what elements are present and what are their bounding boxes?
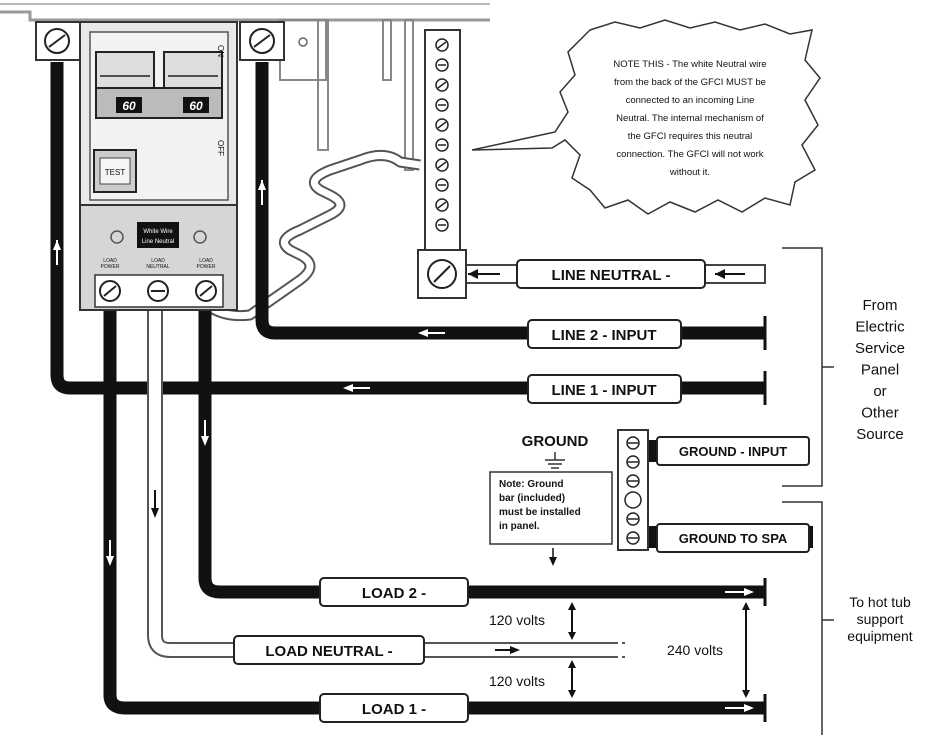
load-neutral-label-box: LOAD NEUTRAL -: [233, 635, 425, 665]
left-panel-terminal: [35, 21, 81, 61]
note-line: without it.: [669, 167, 710, 178]
load-2-terminal-screw: [195, 280, 217, 302]
pigtail-label-2: Line Neutral: [142, 239, 174, 245]
right-panel-terminal: [239, 21, 285, 61]
load-neutral-terminal-screw: [147, 280, 169, 302]
destination-label-line: To hot tub: [849, 594, 911, 610]
source-bracket: [782, 247, 834, 487]
load-2-wire: [198, 300, 767, 606]
ground-note-box: Note: Ground bar (included) must be instal…: [489, 471, 613, 566]
neutral-bar-screw-slot: [437, 41, 447, 49]
destination-label-line: support: [857, 611, 904, 627]
ground-to-spa-label: GROUND TO SPA: [679, 531, 788, 546]
note-line: the GFCI requires this neutral: [628, 131, 753, 142]
source-label-line: From: [863, 297, 898, 314]
voltage-upper: 120 volts: [489, 612, 545, 628]
ground-to-spa-label-box: GROUND TO SPA: [656, 523, 810, 553]
neutral-bar: [417, 29, 467, 299]
source-label-line: Panel: [861, 362, 899, 379]
ground-note-line: Note: Ground: [499, 479, 563, 490]
source-label-line: or: [873, 383, 886, 400]
ground-bar: [617, 429, 649, 551]
voltage-indicators: 120 volts 120 volts 240 volts: [489, 602, 750, 698]
line-2-input-wire: [255, 62, 767, 350]
rating-left: 60: [122, 99, 136, 113]
line-2-label-box: LINE 2 - INPUT: [527, 319, 682, 349]
source-label-line: Source: [856, 426, 904, 443]
line-2-label: LINE 2 - INPUT: [551, 327, 656, 344]
gfci-breaker: 60 60 ON OFF TEST White Wire Line Neutra…: [79, 21, 238, 311]
note-line: connection. The GFCI will not work: [616, 149, 763, 160]
line-1-label: LINE 1 - INPUT: [551, 382, 656, 399]
neutral-bar-screw-slot: [437, 161, 447, 169]
note-line: Neutral. The internal mechanism of: [616, 113, 764, 124]
ground-bar-screw: [624, 491, 642, 509]
voltage-lower: 120 volts: [489, 673, 545, 689]
ground-title: GROUND: [522, 433, 589, 450]
source-label-line: Service: [855, 340, 905, 357]
line-neutral-label: LINE NEUTRAL -: [552, 267, 671, 284]
neutral-bar-screw-slot: [437, 201, 447, 209]
ground-symbol: GROUND: [522, 433, 589, 469]
note-callout: NOTE THIS - The white Neutral wire from t…: [471, 19, 821, 215]
load-neutral-label: LOAD NEUTRAL -: [265, 643, 392, 660]
voltage-total: 240 volts: [667, 642, 723, 658]
destination-label-line: equipment: [847, 628, 912, 644]
note-line: connected to an incoming Line: [626, 95, 755, 106]
line-1-label-box: LINE 1 - INPUT: [527, 374, 682, 404]
load-1-label-box: LOAD 1 -: [319, 693, 469, 723]
destination-bracket: [782, 501, 834, 735]
off-label: OFF: [216, 140, 225, 156]
neutral-bar-screw-slot: [437, 121, 447, 129]
ground-note-line: in panel.: [499, 521, 540, 532]
rating-right: 60: [189, 99, 203, 113]
source-label-line: Electric: [855, 319, 905, 336]
load-1-terminal-screw: [99, 280, 121, 302]
test-label: TEST: [105, 168, 126, 177]
on-label: ON: [216, 45, 225, 57]
pigtail-label-1: White Wire: [143, 229, 173, 235]
load-neutral-wire: [147, 300, 625, 660]
line-1-input-wire: [50, 62, 767, 405]
ground-note-line: must be installed: [499, 507, 581, 518]
note-line: from the back of the GFCI MUST be: [614, 77, 766, 88]
note-line: NOTE THIS - The white Neutral wire: [613, 59, 766, 70]
load-2-label: LOAD 2 -: [362, 585, 426, 602]
neutral-bar-screw-slot: [437, 81, 447, 89]
source-label-line: Other: [861, 405, 899, 422]
load-1-label: LOAD 1 -: [362, 701, 426, 718]
ground-note-line: bar (included): [499, 493, 565, 504]
load-2-label-box: LOAD 2 -: [319, 577, 469, 607]
ground-input-label: GROUND - INPUT: [679, 444, 787, 459]
line-neutral-label-box: LINE NEUTRAL -: [516, 259, 706, 289]
load-1-wire: [103, 300, 767, 722]
ground-input-label-box: GROUND - INPUT: [656, 436, 810, 466]
